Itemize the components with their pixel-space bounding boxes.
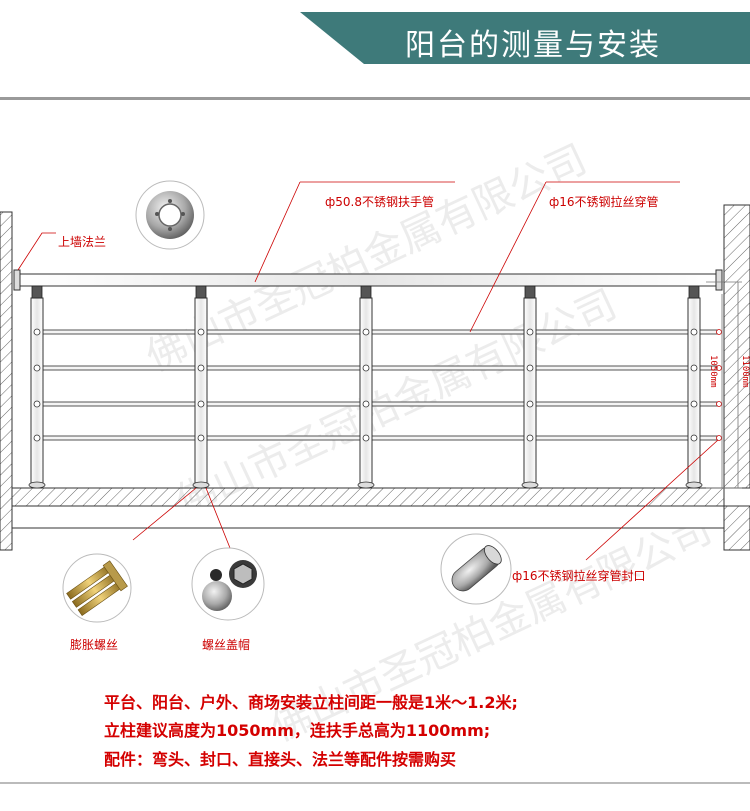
expansion-bolt-photo [62,553,132,623]
flange-photo [135,180,205,250]
top-divider [0,97,750,100]
title-banner [300,12,750,64]
cable-tubes [37,329,719,441]
screw-cap-photo [191,547,265,621]
post [28,285,46,489]
left-wall [0,211,13,551]
page-title: 阳台的测量与安装 [405,28,661,63]
tube-cap-photo [440,533,512,605]
cable-tube-label: ф16不锈钢拉丝穿管 [549,195,659,209]
tube-end-cap [716,365,722,371]
wall-flange-right [715,269,723,291]
tube-end-cap [716,435,722,441]
tube-end-cap [716,329,722,335]
post [685,285,703,489]
tube-end-cap [716,401,722,407]
posts [28,285,722,489]
post-height-label: 1050mm [708,355,718,388]
leader-lines [17,181,719,561]
tube-cap-label: ф16不锈钢拉丝穿管封口 [512,569,646,583]
post [521,285,539,489]
post [357,285,375,489]
wall-flange-left [13,269,21,291]
screw-cap-label: 螺丝盖帽 [202,638,251,652]
note-line: 立柱建议高度为1050mm，连扶手总高为1100mm; [104,721,491,740]
bottom-divider [0,782,750,784]
right-wall [723,204,750,551]
expansion-bolt-label: 膨胀螺丝 [70,638,119,652]
handrail-label: ф50.8不锈钢扶手管 [325,195,434,209]
note-line: 配件：弯头、封口、直接头、法兰等配件按需购买 [104,750,457,769]
overall-height-label: 1100mm [740,355,750,388]
note-line: 平台、阳台、户外、商场安装立柱间距一般是1米～1.2米; [104,693,518,712]
wall-flange-label: 上墙法兰 [58,235,107,249]
floor-slab [11,487,725,529]
post [192,285,210,489]
height-dimension [706,281,742,489]
